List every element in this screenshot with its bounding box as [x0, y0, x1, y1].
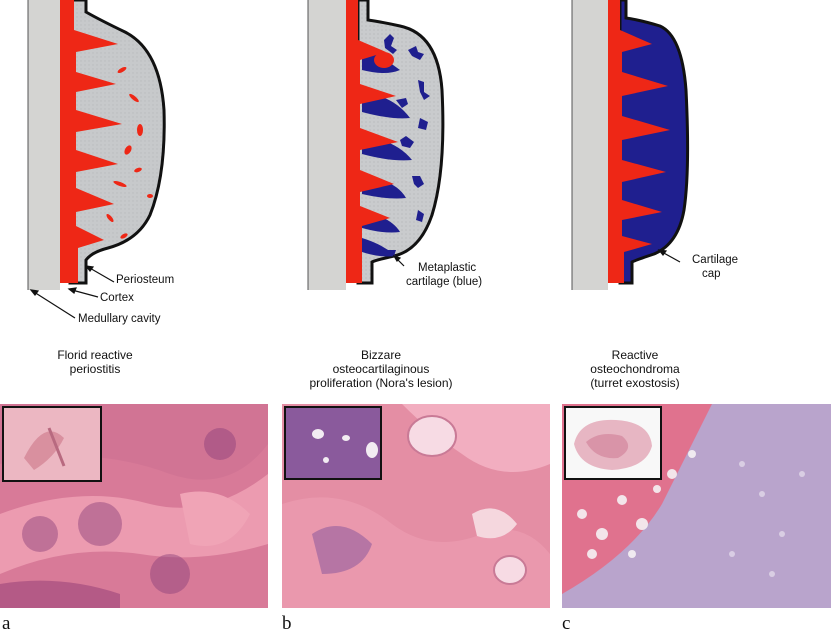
label-cartilage-1: Cartilage — [692, 254, 739, 266]
label-cortex: Cortex — [100, 292, 134, 304]
label-metaplastic-2: cartilage (blue) — [406, 276, 483, 288]
caption-c-line-3: (turret exostosis) — [590, 376, 680, 390]
caption-b-line-3: proliferation (Nora's lesion) — [309, 376, 453, 390]
caption-a-line-1: Florid reactive — [57, 348, 133, 362]
caption-c-line-1: Reactive — [611, 348, 659, 362]
cortex-a — [60, 0, 122, 283]
inset-a — [2, 406, 102, 482]
medullary-cavity-c — [572, 0, 608, 290]
panel-letter-a: a — [2, 613, 11, 634]
label-cartilage-2: cap — [702, 268, 721, 280]
diagram-a: Periosteum Cortex Medullary cavity — [0, 0, 280, 335]
micrograph-a — [0, 404, 268, 608]
diagram-b: Metaplastic cartilage (blue) — [300, 0, 560, 300]
inset-b — [284, 406, 382, 480]
caption-b: Bizzare osteocartilaginous proliferation… — [286, 348, 476, 390]
label-periosteum: Periosteum — [116, 274, 175, 286]
micrograph-c — [562, 404, 831, 608]
caption-b-line-2: osteocartilaginous — [332, 362, 430, 376]
caption-c: Reactive osteochondroma (turret exostosi… — [570, 348, 700, 390]
panel-letter-b: b — [282, 613, 292, 634]
caption-c-line-2: osteochondroma — [590, 362, 680, 376]
diagram-c: Cartilage cap — [570, 0, 830, 300]
inset-c — [564, 406, 662, 480]
bone-island-b — [374, 52, 394, 68]
cortex-b — [346, 0, 398, 283]
caption-a-line-2: periostitis — [69, 362, 121, 376]
caption-b-line-1: Bizzare — [360, 348, 401, 362]
micrograph-b — [282, 404, 550, 608]
label-medullary-cavity: Medullary cavity — [78, 313, 161, 325]
bone-fragments-a — [106, 66, 153, 239]
cortex-c — [608, 0, 670, 283]
panel-letter-c: c — [562, 613, 571, 634]
label-metaplastic-1: Metaplastic — [418, 262, 477, 274]
medullary-cavity-a — [28, 0, 60, 290]
caption-a: Florid reactive periostitis — [40, 348, 150, 376]
lesion-outline-a — [68, 0, 166, 285]
medullary-cavity-b — [308, 0, 346, 290]
